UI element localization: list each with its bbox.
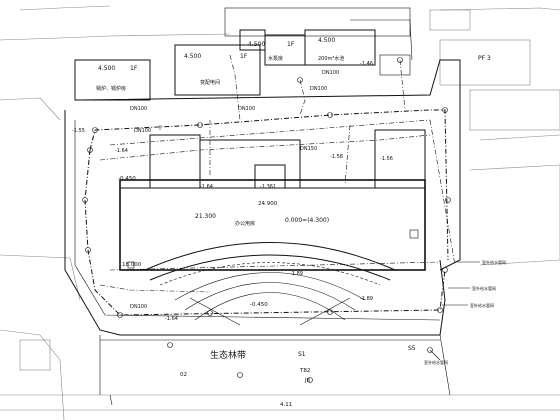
elev-24: 24.900 xyxy=(258,201,278,207)
legend-note: 室外给水管网 xyxy=(470,302,494,308)
pf3-label: PF 3 xyxy=(478,55,491,62)
building-labels: 4.500 1F 锅炉、锅炉房 4.500 1F 变配电间 4.500 1F 水… xyxy=(96,37,491,408)
elevation-label: -1.64 xyxy=(165,316,178,322)
s5-label: S5 xyxy=(408,345,416,352)
substation-elev: 4.500 xyxy=(184,53,201,60)
pipe-label: DN100 xyxy=(130,304,147,310)
pipe-label: DN100 xyxy=(238,106,255,112)
office-label: 办公用房 xyxy=(235,220,255,227)
pipe-label: DN150 xyxy=(300,146,317,152)
pipe-label: DN100 xyxy=(322,70,339,76)
label-02: 02 xyxy=(180,372,187,378)
elevation-label: -0.450 xyxy=(118,176,136,182)
label-j8: J8 xyxy=(304,378,311,384)
office-floor-elev: 0.000=(4.300) xyxy=(285,217,329,224)
boiler-room-label: 锅炉、锅炉房 xyxy=(96,85,126,92)
pipe-labels: DN100 DN100 DN100 DN100 DN150 DN100 DN10… xyxy=(130,70,339,310)
boiler-elev: 4.500 xyxy=(98,65,115,72)
s1-label: S1 xyxy=(298,351,306,358)
legend-note: 室外给水管网 xyxy=(482,259,506,265)
substation-floor: 1F xyxy=(240,53,248,60)
pump-floor: 1F xyxy=(287,41,295,48)
elevation-label: -1.64 xyxy=(115,148,128,154)
drainage-pipes xyxy=(84,54,456,316)
pipe-label: DN100 xyxy=(130,106,147,112)
elevation-label: -1.89 xyxy=(360,296,373,302)
elevation-label: -1.56 xyxy=(380,156,393,162)
label-t82: T82 xyxy=(299,368,310,374)
pump-elev: 4.500 xyxy=(248,41,265,48)
pipe-label: DN100 xyxy=(134,128,151,134)
elevation-labels: -1.55 -0.450 -1.64 -1.46 -1.58 -1.89 -0.… xyxy=(72,61,393,322)
elevation-label: -1.58 xyxy=(330,154,343,160)
site-boundary xyxy=(64,59,461,396)
elevation-label: -1.64 xyxy=(200,184,213,190)
context-lines xyxy=(0,5,560,420)
leader-lines xyxy=(109,261,480,406)
elevation-label: -0.450 xyxy=(250,302,268,308)
pool-label: 200m³水池 xyxy=(318,55,344,62)
elev-18: 18.000 xyxy=(122,262,142,268)
manholes xyxy=(82,57,451,383)
legend-note: 室外给水管网 xyxy=(472,285,496,291)
pump-room-label: 水泵房 xyxy=(268,55,283,62)
elevation-label: -1.89 xyxy=(290,271,303,277)
main-building xyxy=(119,129,426,271)
elevation-label: -1.46 xyxy=(360,61,373,67)
boiler-floor: 1F xyxy=(130,65,138,72)
elevation-label: -1.55 xyxy=(72,128,85,134)
eco-belt-label: 生态林带 xyxy=(210,349,246,361)
legend-notes: 室外给水管网 室外给水管网 室外给水管网 室外给水管网 xyxy=(424,259,506,365)
office-elev: 21.300 xyxy=(195,213,216,220)
elevation-label: -1.361 xyxy=(260,184,276,190)
entrance-plaza xyxy=(144,242,396,326)
pipe-label: DN100 xyxy=(310,86,327,92)
label-411: 4.11 xyxy=(280,402,292,408)
legend-note: 室外给水管网 xyxy=(424,359,448,365)
substation-label: 变配电间 xyxy=(200,79,220,86)
pool-elev: 4.500 xyxy=(318,37,335,44)
